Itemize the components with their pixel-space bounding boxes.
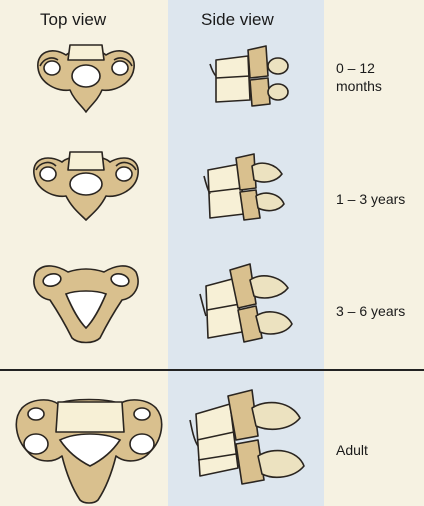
side-view-vertebra-3-6-years [200,264,292,342]
side-view-vertebra-adult [190,390,304,484]
side-view-vertebra-1-3-years [204,154,284,220]
side-view-vertebra-0-12-months [210,46,288,106]
top-view-vertebra-adult [16,400,161,504]
top-view-vertebra-3-6-years [34,266,138,343]
top-view-vertebra-1-3-years [34,152,138,220]
top-view-vertebra-0-12-months [38,45,134,112]
